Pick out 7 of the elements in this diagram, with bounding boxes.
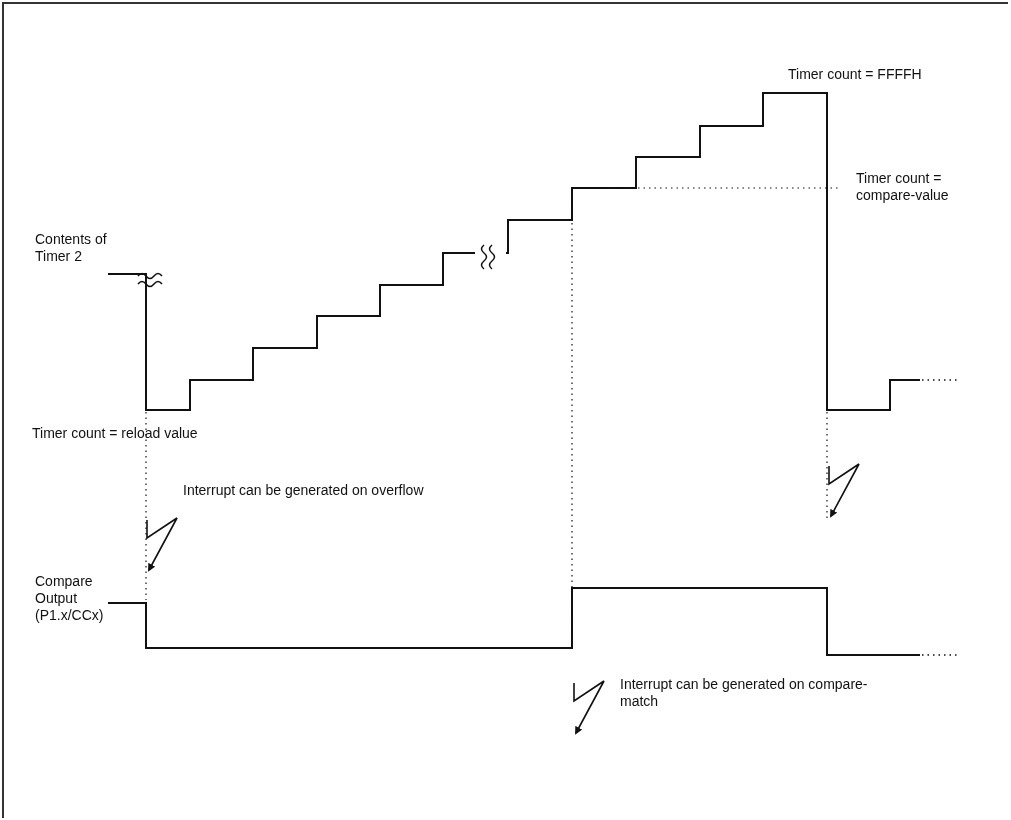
annotation-text: Interrupt can be generated on compare-match xyxy=(620,676,869,710)
annotation-text: Contents of Timer 2 xyxy=(35,231,107,265)
annotation-text: Interrupt can be generated on overflow xyxy=(183,482,425,499)
annotation-text: Timer count = FFFFH xyxy=(788,66,923,83)
annotation-text: Timer count = reload value xyxy=(32,425,199,442)
annotation-text: Timer count = compare-value xyxy=(856,170,950,204)
annotation-text: Compare Output (P1.x/CCx) xyxy=(35,573,105,624)
